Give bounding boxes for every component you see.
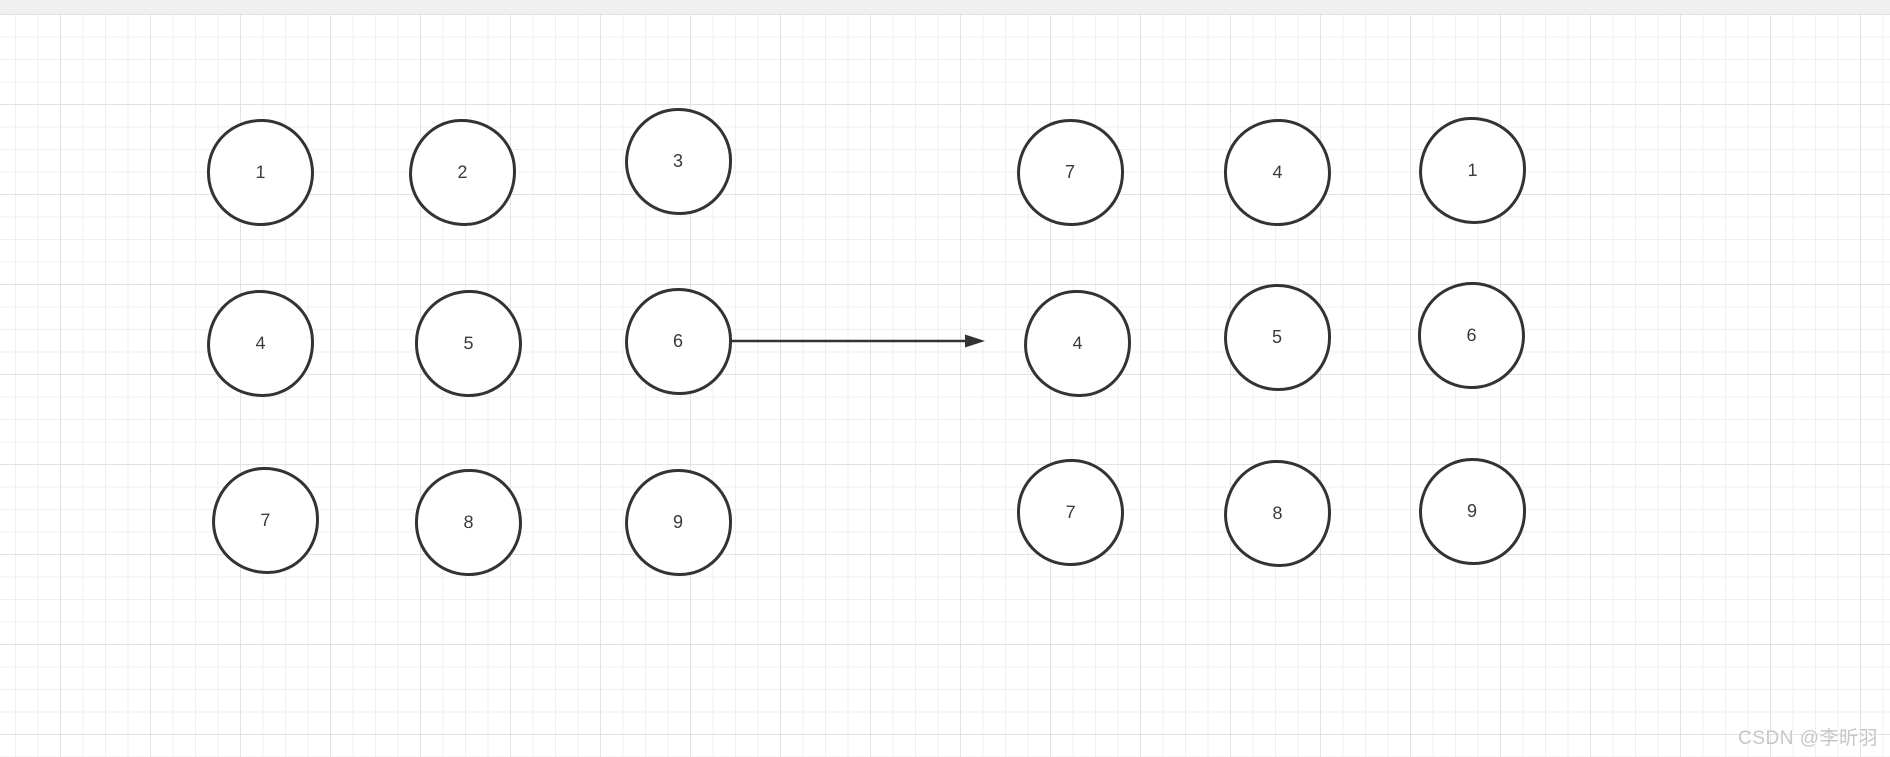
circle-label: 7 [1064, 161, 1075, 182]
circle-label: 6 [672, 330, 683, 351]
circle-label: 4 [254, 332, 266, 353]
right-matrix-circle: 4 [1222, 117, 1332, 227]
circle-label: 5 [462, 332, 474, 353]
left-matrix-circle: 3 [624, 107, 732, 215]
right-arrow-connector [731, 334, 985, 348]
watermark: CSDN @李昕羽 [1738, 728, 1878, 749]
circle-label: 9 [672, 511, 683, 532]
circle-label: 3 [672, 150, 683, 171]
circle-label: 4 [1271, 161, 1283, 182]
circle-label: 8 [1271, 502, 1283, 523]
right-matrix-circle: 5 [1223, 283, 1331, 391]
circle-label: 1 [254, 161, 266, 182]
circle-label: 9 [1466, 500, 1477, 521]
left-matrix-circle: 5 [413, 288, 523, 398]
left-matrix-circle: 1 [205, 117, 315, 227]
left-matrix-circle: 6 [624, 287, 732, 395]
arrowhead-icon [965, 334, 985, 348]
circle-label: 1 [1466, 159, 1478, 180]
right-matrix-circle: 7 [1015, 457, 1125, 567]
circle-label: 4 [1071, 332, 1083, 353]
circle-label: 7 [259, 509, 271, 530]
circle-label: 6 [1465, 324, 1477, 345]
circle-label: 8 [462, 511, 474, 532]
circle-label: 7 [1064, 501, 1076, 522]
right-matrix-circle: 6 [1416, 280, 1526, 390]
top-edge-bar [0, 0, 1890, 14]
grid-background [0, 14, 1890, 757]
circle-label: 5 [1271, 326, 1282, 347]
circle-label: 2 [456, 161, 468, 182]
right-matrix-circle: 7 [1016, 118, 1124, 226]
left-matrix-circle: 8 [413, 467, 523, 577]
left-matrix-circle: 9 [624, 468, 732, 576]
right-matrix-circle: 9 [1418, 457, 1526, 565]
